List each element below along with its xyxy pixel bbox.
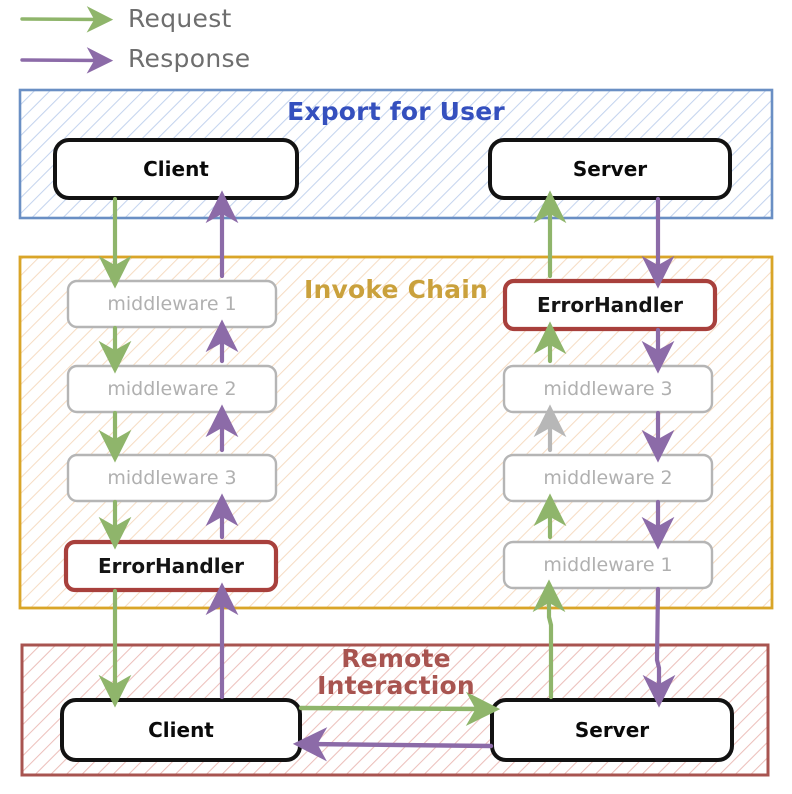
node-label-right-middleware-2: middleware 2 <box>543 467 673 489</box>
node-export-server[interactable] <box>488 138 732 200</box>
node-label-left-middleware-2: middleware 2 <box>107 378 237 400</box>
node-label-remote-server: Server <box>574 718 650 742</box>
node-label-right-errorhandler: ErrorHandler <box>536 293 684 317</box>
node-label-right-middleware-3: middleware 3 <box>543 378 673 400</box>
node-right-middleware-3[interactable] <box>502 364 714 414</box>
node-label-export-server: Server <box>572 157 648 181</box>
group-title-remote-line-1: Remote <box>341 644 451 673</box>
arrow-right-mw1-to-remote-server <box>642 586 676 708</box>
node-left-middleware-2[interactable] <box>66 364 278 414</box>
node-right-middleware-1[interactable] <box>502 540 714 590</box>
node-label-left-middleware-3: middleware 3 <box>107 467 237 489</box>
group-title-remote-interaction: Remote Interaction <box>0 645 792 699</box>
legend-response-arrow <box>20 47 114 74</box>
legend-request-arrow <box>20 6 114 33</box>
node-label-left-errorhandler: ErrorHandler <box>97 554 245 578</box>
node-export-client[interactable] <box>53 138 299 200</box>
arrow-remote-client-to-server <box>298 691 501 727</box>
node-left-middleware-1[interactable] <box>66 279 278 329</box>
node-left-errorhandler[interactable] <box>63 539 279 593</box>
node-label-remote-client: Client <box>148 718 214 742</box>
legend-label-request: Request <box>128 4 232 33</box>
node-remote-server[interactable] <box>490 698 734 762</box>
node-label-right-middleware-1: middleware 1 <box>543 554 673 576</box>
node-left-middleware-3[interactable] <box>66 453 278 503</box>
group-title-export-for-user: Export for User <box>287 97 505 126</box>
node-label-export-client: Client <box>143 157 209 181</box>
arrow-remote-server-to-client <box>292 727 494 762</box>
arrow-remote-server-to-right-mw1 <box>532 579 566 700</box>
node-right-middleware-2[interactable] <box>502 453 714 503</box>
node-label-left-middleware-1: middleware 1 <box>107 293 237 315</box>
group-title-invoke-chain: Invoke Chain <box>304 275 488 304</box>
node-right-errorhandler[interactable] <box>502 278 718 332</box>
legend-label-response: Response <box>128 44 251 73</box>
group-title-remote-line-2: Interaction <box>317 671 475 700</box>
